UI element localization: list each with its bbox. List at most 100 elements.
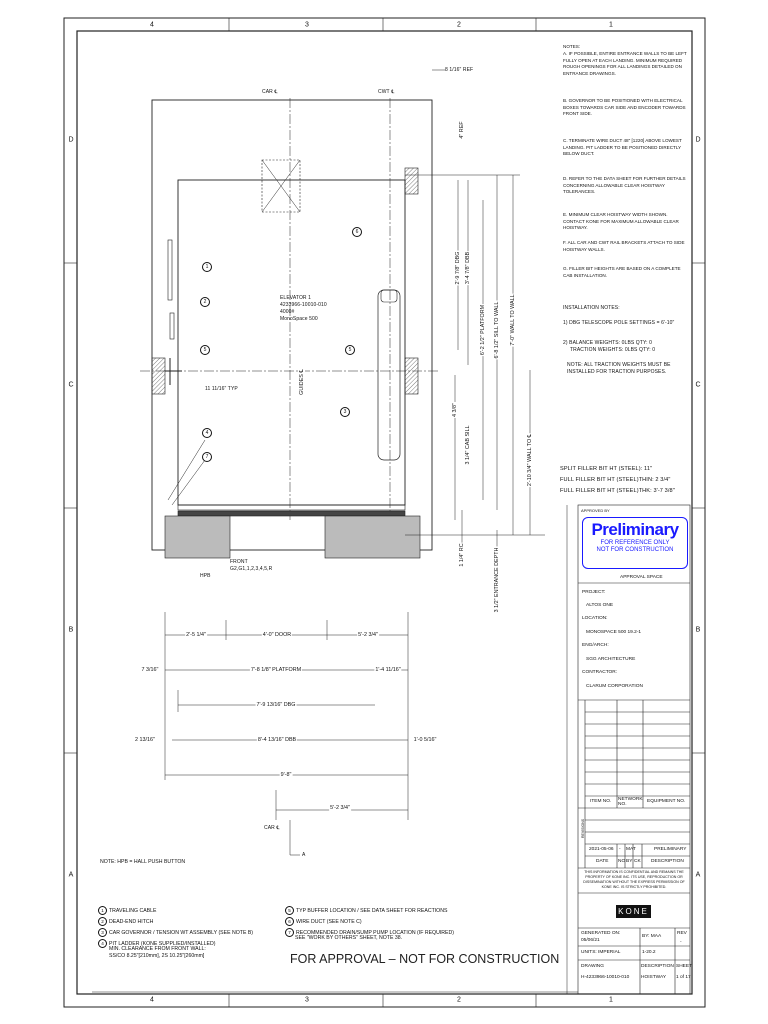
item-no-header: ITEM NO. bbox=[590, 799, 612, 804]
note-e: E. MINIMUM CLEAR HOISTWAY WIDTH SHOWN. C… bbox=[563, 212, 679, 231]
drawing-label: DRAWING bbox=[581, 964, 605, 969]
legend-text: TYP BUFFER LOCATION / SEE DATA SHEET FOR… bbox=[296, 907, 448, 914]
zone-col-4: 4 bbox=[150, 21, 154, 29]
network-no-header: NETWORK NO. bbox=[618, 797, 643, 808]
dim-dbb: 8'-4 13/16" DBB bbox=[256, 737, 298, 743]
revision-description: PRELIMINARY bbox=[654, 847, 687, 852]
dim-platform: 7'-8 1/8" PLATFORM bbox=[249, 667, 303, 673]
ref-4-dim: 4" REF bbox=[459, 120, 465, 140]
stamp-line-2: NOT FOR CONSTRUCTION bbox=[596, 547, 674, 553]
dim-dbg: 7'-9 13/16" DBG bbox=[255, 702, 297, 708]
dim-v-entrance-depth: 3 1/2" ENTRANCE DEPTH bbox=[494, 546, 500, 614]
notes-title: NOTES: bbox=[563, 44, 581, 49]
note-d: D. REFER TO THE DATA SHEET FOR FURTHER D… bbox=[563, 176, 686, 195]
legend-item-4-extra-2: SS/CO 8.25"[210mm], 2S 10.25"[260mm] bbox=[109, 953, 205, 959]
legend-number: 4 bbox=[98, 939, 107, 948]
outer-border bbox=[63, 17, 706, 1008]
approval-space: APPROVAL SPACE bbox=[620, 575, 663, 580]
dim-platform-right: 1'-4 11/16" bbox=[374, 667, 402, 673]
note-c: C. TERMINATE WIRE DUCT 48" [1220] ABOVE … bbox=[563, 138, 682, 157]
location-label: LOCATION: bbox=[582, 616, 608, 621]
elevator-model: MonoSpace 500 bbox=[280, 316, 318, 322]
elevator-id: 4233966-10010-010 bbox=[280, 302, 327, 308]
callout-2: 2 bbox=[200, 297, 210, 307]
callout-5-left: 5 bbox=[200, 345, 210, 355]
legend-text: CAR GOVERNOR / TENSION WT ASSEMBLY (SEE … bbox=[109, 929, 254, 936]
installation-note-2: 2) BALANCE WEIGHTS: 0LBS QTY: 0 bbox=[563, 340, 652, 346]
note-f: F. ALL CAR AND CWT RAIL BRACKETS ATTACH … bbox=[563, 240, 685, 252]
dim-v-wall-to-wall: 7'-0" WALL TO WALL bbox=[510, 293, 516, 347]
dim-v-dbb: 3'-4 7/8" DBB bbox=[465, 250, 471, 286]
zone-row-b-right: B bbox=[695, 626, 701, 634]
car-centerline-bottom-label: CAR ℄ bbox=[264, 825, 280, 831]
dim-left-to-door: 2'-5 1/4" bbox=[185, 632, 207, 638]
installation-notes-title: INSTALLATION NOTES: bbox=[563, 305, 620, 311]
legend-number: 3 bbox=[98, 928, 107, 937]
equipment-no-header: EQUIPMENT NO. bbox=[647, 799, 686, 804]
sheet-label: SHEET bbox=[676, 964, 692, 969]
rev-value: - bbox=[680, 940, 682, 945]
revision-by: MAT bbox=[626, 847, 636, 852]
callout-1: 1 bbox=[202, 262, 212, 272]
zone-ticks bbox=[64, 18, 705, 1007]
zone-col-3: 3 bbox=[305, 21, 309, 29]
callout-7: 7 bbox=[202, 452, 212, 462]
drawing-number: H-4233966-10010-010 bbox=[581, 975, 630, 980]
version: 1-20.2 bbox=[642, 950, 656, 955]
zone-col-3-bottom: 3 bbox=[305, 996, 309, 1004]
legend-text: RECOMMENDED DRAIN/SUMP PUMP LOCATION (IF… bbox=[296, 929, 454, 936]
legend-text: WIRE DUCT (SEE NOTE C) bbox=[296, 918, 362, 925]
filler-split: SPLIT FILLER BIT HT (STEEL): 11" bbox=[560, 466, 653, 472]
installation-note-1: 1) DBG TELESCOPE POLE SETTINGS = 6'-10" bbox=[563, 320, 675, 326]
dim-dbb-right: 1'-0 5/16" bbox=[412, 737, 438, 743]
stamp-line-1: FOR REFERENCE ONLY bbox=[600, 540, 670, 546]
cwt-centerline-label: CWT ℄ bbox=[378, 89, 395, 95]
note-b: B. GOVERNOR TO BE POSITIONED WITH ELECTR… bbox=[563, 98, 686, 117]
zone-row-c-right: C bbox=[695, 381, 701, 389]
title-block-grid bbox=[577, 504, 691, 995]
filler-thick: FULL FILLER BIT HT (STEEL)THK: 3'-7 3/8" bbox=[560, 488, 675, 494]
legend-text: PIT LADDER (KONE SUPPLIED/INSTALLED) bbox=[109, 940, 216, 947]
callout-4: 4 bbox=[202, 428, 212, 438]
rev-header-by: BY bbox=[626, 859, 633, 864]
legend-number: 6 bbox=[285, 917, 294, 926]
legend-number: 2 bbox=[98, 917, 107, 926]
dim-car-cl-to-wall: 5'-2 3/4" bbox=[329, 805, 351, 811]
generated-by: BY: MAA bbox=[642, 934, 662, 939]
legend-number: 7 bbox=[285, 928, 294, 937]
dim-v-sill-to-wall: 6'-8 1/2" SILL TO WALL bbox=[494, 300, 500, 360]
project-label: PROJECT: bbox=[582, 590, 606, 595]
dim-door-to-right: 5'-2 3/4" bbox=[357, 632, 379, 638]
rev-header-ck: CK bbox=[634, 859, 641, 864]
ref-8-dim: 8 1/16" REF bbox=[445, 67, 474, 73]
installation-note-3b: INSTALLED FOR TRACTION PURPOSES. bbox=[567, 369, 667, 375]
zone-col-1-bottom: 1 bbox=[609, 996, 613, 1004]
filler-thin: FULL FILLER BIT HT (STEEL)THIN: 2 3/4" bbox=[560, 477, 671, 483]
eng-arch-value: SGG ARCHITECTURE bbox=[586, 657, 636, 662]
approval-footer: FOR APPROVAL – NOT FOR CONSTRUCTION bbox=[290, 952, 560, 966]
car-enclosure bbox=[177, 179, 406, 506]
rev-label: REV bbox=[677, 931, 687, 936]
guides-centerline-label: GUIDES ℄ bbox=[299, 368, 305, 396]
legend-item-4-extra-1: MIN. CLEARANCE FROM FRONT WALL: bbox=[109, 946, 206, 952]
zone-col-2: 2 bbox=[457, 21, 461, 29]
contractor-label: CONTRACTOR: bbox=[582, 670, 618, 675]
callout-5-right: 5 bbox=[345, 345, 355, 355]
description-label: DESCRIPTION bbox=[641, 964, 674, 969]
wire-duct bbox=[261, 159, 301, 213]
revision-date: 2021-05-06 bbox=[589, 847, 614, 852]
units: UNITS: IMPERIAL bbox=[581, 950, 621, 955]
kone-logo: KONE bbox=[616, 905, 651, 918]
dim-v-rc: 1 1/4" RC bbox=[459, 542, 465, 568]
front-label: FRONT bbox=[230, 559, 248, 565]
legend-text: DEAD-END HITCH bbox=[109, 918, 154, 925]
counterweight bbox=[377, 289, 401, 461]
dim-v-4-3-8: 4 3/8" bbox=[452, 402, 458, 418]
legend-number: 1 bbox=[98, 906, 107, 915]
rev-header-date: DATE bbox=[596, 859, 609, 864]
